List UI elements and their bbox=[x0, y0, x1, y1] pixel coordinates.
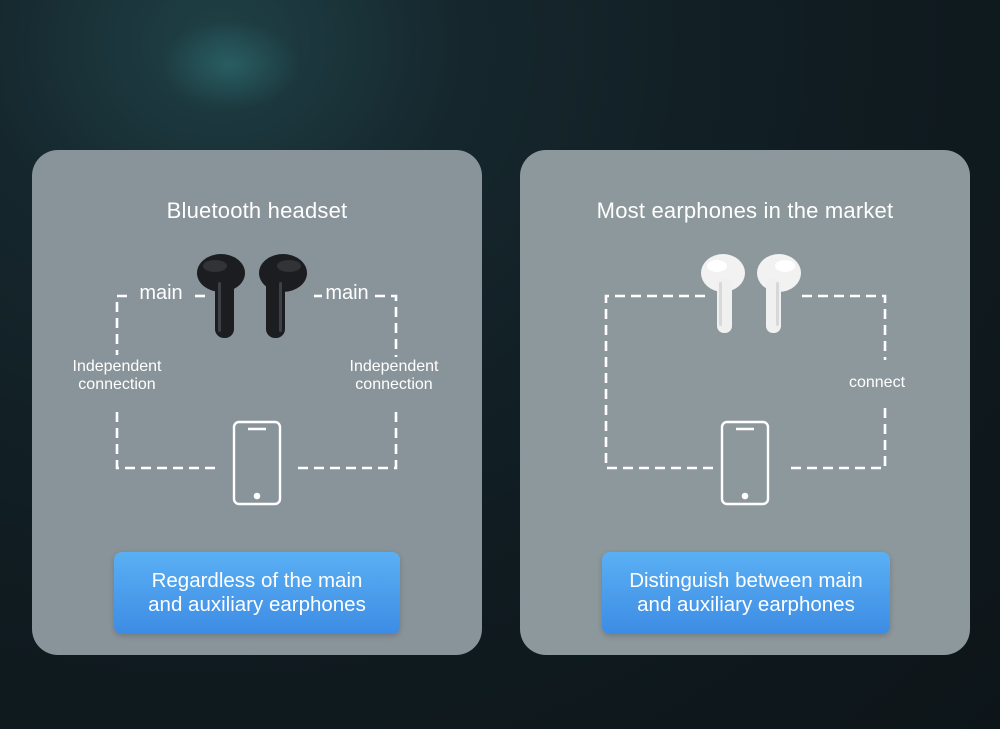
left-callout-button: Regardless of the main and auxiliary ear… bbox=[114, 552, 400, 634]
left-dashed-line-top-right bbox=[375, 296, 396, 357]
independent-connection-left-line1: Independent bbox=[57, 358, 177, 376]
left-dashed-line-bottom-right bbox=[295, 412, 396, 468]
right-callout-line2: and auxiliary earphones bbox=[629, 593, 863, 617]
independent-connection-right-line1: Independent bbox=[334, 358, 454, 376]
right-callout-button: Distinguish between main and auxiliary e… bbox=[602, 552, 890, 634]
left-dashed-line-top-left bbox=[117, 296, 127, 355]
right-callout-line1: Distinguish between main bbox=[629, 569, 863, 593]
left-callout-line1: Regardless of the main bbox=[148, 569, 366, 593]
left-panel: Bluetooth headset main main Independ bbox=[32, 150, 482, 655]
right-dashed-line-top-right bbox=[802, 296, 885, 360]
smartphone-icon bbox=[722, 422, 768, 504]
white-earbuds-icon bbox=[701, 254, 801, 333]
main-label-left: main bbox=[128, 284, 194, 302]
independent-connection-left-line2: connection bbox=[57, 376, 177, 394]
smartphone-icon bbox=[234, 422, 280, 504]
left-dashed-line-bottom-left bbox=[117, 412, 215, 468]
background-glow bbox=[160, 20, 300, 110]
independent-connection-right-line2: connection bbox=[334, 376, 454, 394]
left-callout-line2: and auxiliary earphones bbox=[148, 593, 366, 617]
right-dashed-line-bottom-right bbox=[785, 408, 885, 468]
independent-connection-right: Independent connection bbox=[334, 358, 454, 394]
main-label-right: main bbox=[315, 284, 379, 302]
independent-connection-left: Independent connection bbox=[57, 358, 177, 394]
right-panel: Most earphones in the market connect Dis… bbox=[520, 150, 970, 655]
connect-label: connect bbox=[832, 374, 922, 392]
black-earbuds-icon bbox=[197, 254, 307, 338]
right-dashed-line-left bbox=[606, 296, 716, 468]
